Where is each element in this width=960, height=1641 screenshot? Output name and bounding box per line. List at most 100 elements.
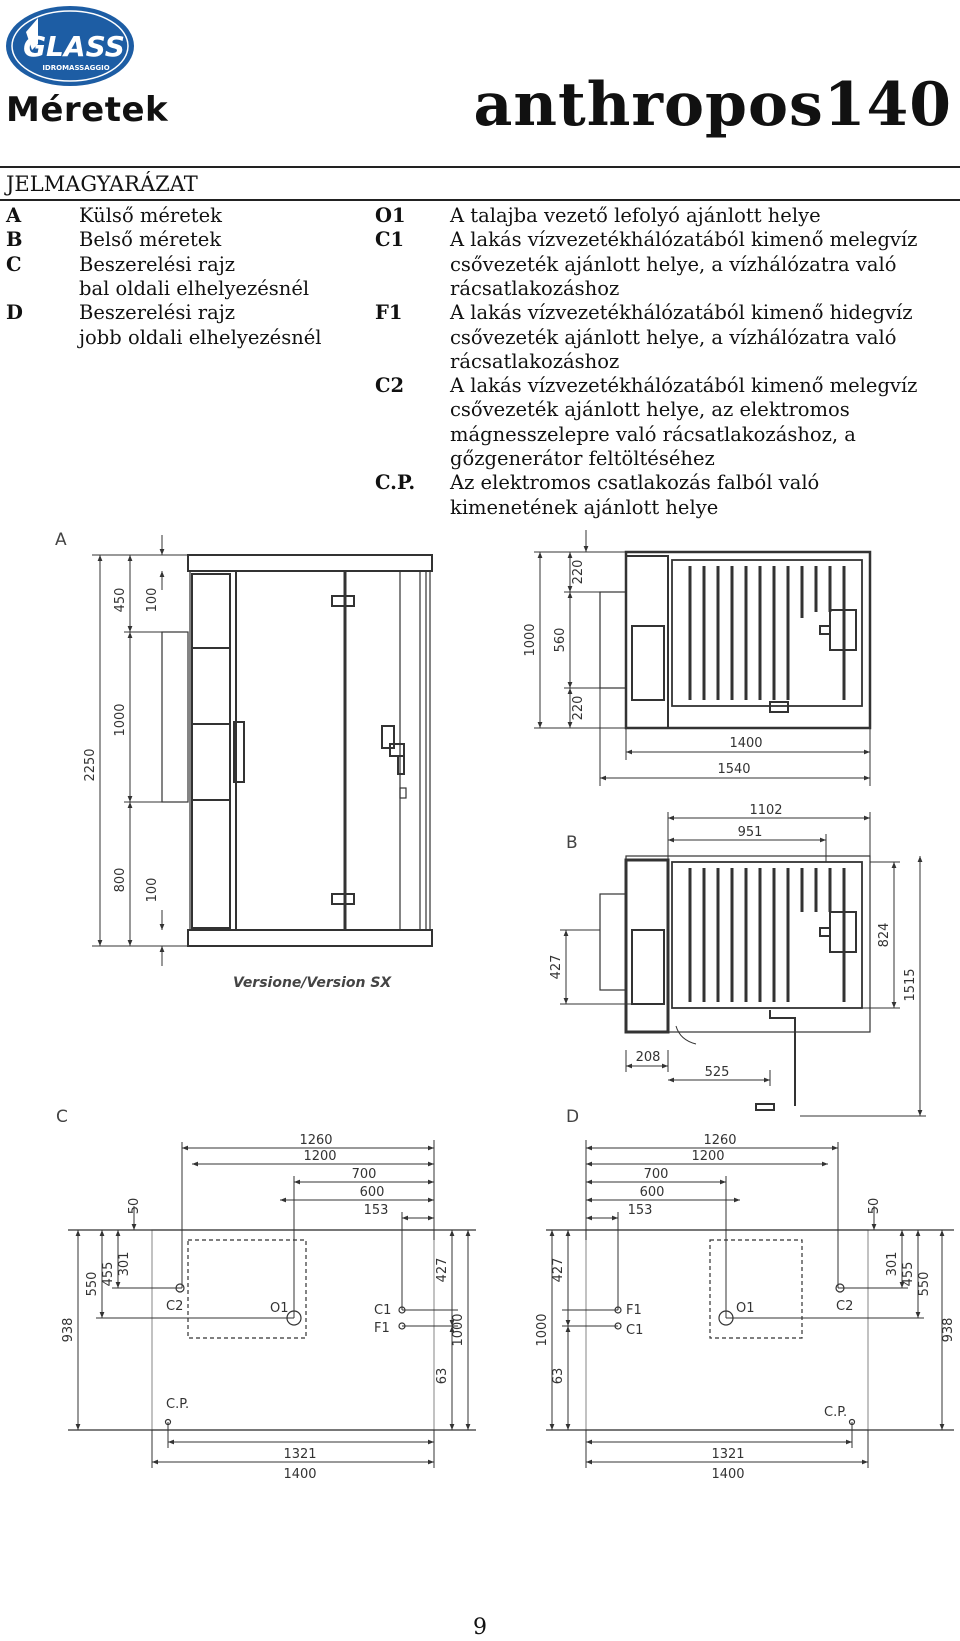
dim-d-938: 938 (941, 1318, 956, 1343)
legend-title: JELMAGYARÁZAT (6, 172, 198, 196)
legend-key-a: A (6, 204, 22, 227)
drawing-lines: A (55, 530, 956, 1482)
dim-b-h2: 1515 (903, 968, 918, 1001)
legend-text-d-2: jobb oldali elhelyezésnél (79, 325, 322, 349)
legend-key-f1: F1 (375, 301, 403, 325)
dim-c-600: 600 (360, 1185, 385, 1200)
legend-text-d-1: Beszerelési rajz (79, 301, 236, 325)
caption-version: Versione/Version SX (233, 975, 392, 991)
legend-text-c2-3: mágnesszelepre való rácsatlakozáshoz, a (450, 422, 856, 446)
point-cp-right: C.P. (824, 1405, 847, 1420)
legend-text-f1-3: rácsatlakozáshoz (450, 349, 620, 373)
inner-view-slats (688, 868, 846, 1002)
dim-c-1400: 1400 (283, 1467, 316, 1482)
dim-c-1260: 1260 (299, 1133, 332, 1148)
legend-key-c2: C2 (375, 374, 405, 398)
legend-text-b: Belső méretek (79, 228, 222, 252)
legend-text-c1-2: csővezeték ajánlott helye, a vízhálózatr… (450, 252, 897, 276)
dim-top-depth: 1000 (523, 623, 538, 656)
dim-a-bottom: 800 (113, 868, 128, 893)
dims-top (534, 530, 871, 786)
dim-c-455: 455 (101, 1262, 116, 1287)
point-c1-left: C1 (374, 1303, 391, 1318)
dim-c-63: 63 (435, 1368, 450, 1385)
dim-d-427: 427 (551, 1258, 566, 1283)
label-a: A (55, 530, 67, 550)
logo-brand: GLASS (23, 30, 125, 63)
dim-a-mid: 1000 (113, 703, 128, 736)
dim-d-153: 153 (628, 1203, 653, 1218)
front-view (161, 554, 433, 947)
dim-b-w2: 951 (738, 825, 763, 840)
logo-subtitle: IDROMASSAGGIO (42, 64, 109, 72)
legend-text-o1-1: A talajba vezető lefolyó ajánlott helye (450, 204, 821, 227)
dim-c-938: 938 (61, 1318, 76, 1343)
dim-c-700: 700 (352, 1167, 377, 1182)
label-c: C (56, 1107, 68, 1127)
dim-top-d3: 220 (571, 696, 586, 721)
top-view (599, 550, 872, 730)
top-view-slats (688, 566, 846, 700)
legend-text-cp-1: Az elektromos csatlakozás falból való (450, 471, 820, 495)
legend-text-f1-1: A lakás vízvezetékhálózatából kimenő hid… (450, 301, 913, 325)
point-c2-left: C2 (166, 1299, 183, 1314)
dim-c-1321: 1321 (283, 1447, 316, 1462)
legend-text-c2-4: gőzgenerátor feltöltéséhez (450, 447, 715, 470)
dim-a-total: 2250 (83, 748, 98, 781)
legend-key-b: B (6, 228, 23, 252)
dim-d-1000: 1000 (535, 1313, 550, 1346)
dim-b-d2: 208 (636, 1050, 661, 1065)
label-b: B (566, 833, 578, 853)
legend-text-c1-1: A lakás vízvezetékhálózatából kimenő mel… (450, 228, 918, 252)
dims-right (549, 1140, 945, 1468)
dim-d-63: 63 (551, 1368, 566, 1385)
dim-c-301: 301 (117, 1252, 132, 1277)
dim-d-1260: 1260 (703, 1133, 736, 1148)
legend-text-c1-3: rácsatlakozáshoz (450, 276, 620, 300)
legend-text-cp-2: kimenetének ajánlott helye (450, 495, 719, 519)
dim-b-h1: 824 (877, 923, 892, 948)
dim-a-top: 450 (113, 588, 128, 613)
dim-c-50: 50 (127, 1198, 142, 1215)
legend-key-c1: C1 (375, 228, 405, 252)
point-cp-left: C.P. (166, 1397, 189, 1412)
dim-d-700: 700 (644, 1167, 669, 1182)
dim-d-455: 455 (901, 1262, 916, 1287)
legend-key-d: D (6, 301, 23, 325)
dim-a-top-small: 100 (145, 588, 160, 613)
dim-c-1000: 1000 (451, 1313, 466, 1346)
legend-key-c: C (6, 252, 22, 276)
point-c2-right: C2 (836, 1299, 853, 1314)
legend-text-f1-2: csővezeték ajánlott helye, a vízhálózatr… (450, 325, 897, 349)
legend-key-cp: C.P. (375, 471, 416, 495)
legend-text-c-2: bal oldali elhelyezésnél (79, 276, 310, 300)
dims-front (92, 535, 188, 966)
dim-d-50: 50 (867, 1198, 882, 1215)
glass-logo: GLASS IDROMASSAGGIO (6, 6, 134, 86)
dim-top-d2: 560 (553, 628, 568, 653)
dims-left (75, 1140, 471, 1468)
label-d: D (566, 1107, 579, 1127)
dim-top-d1: 220 (571, 560, 586, 585)
dim-c-550: 550 (85, 1272, 100, 1297)
dim-c-1200: 1200 (303, 1149, 336, 1164)
point-o1-left: O1 (270, 1301, 289, 1316)
dims-inner (560, 812, 926, 1117)
page-number: 9 (473, 1615, 487, 1640)
inner-view (599, 855, 871, 1111)
dim-d-550: 550 (917, 1272, 932, 1297)
legend-text-c-1: Beszerelési rajz (79, 252, 236, 276)
divider-top (0, 166, 960, 168)
dim-d-301: 301 (885, 1252, 900, 1277)
point-f1-left: F1 (374, 1321, 390, 1336)
dim-c-153: 153 (364, 1203, 389, 1218)
dim-b-d3: 525 (705, 1065, 730, 1080)
product-title: anthropos140 (473, 70, 952, 140)
legend-text-c2-2: csővezeték ajánlott helye, az elektromos (450, 398, 850, 422)
point-f1-right: F1 (626, 1303, 642, 1318)
dim-b-d1: 427 (549, 955, 564, 980)
dim-d-1321: 1321 (711, 1447, 744, 1462)
dim-d-1200: 1200 (691, 1149, 724, 1164)
dim-d-600: 600 (640, 1185, 665, 1200)
divider-bottom (0, 199, 960, 201)
